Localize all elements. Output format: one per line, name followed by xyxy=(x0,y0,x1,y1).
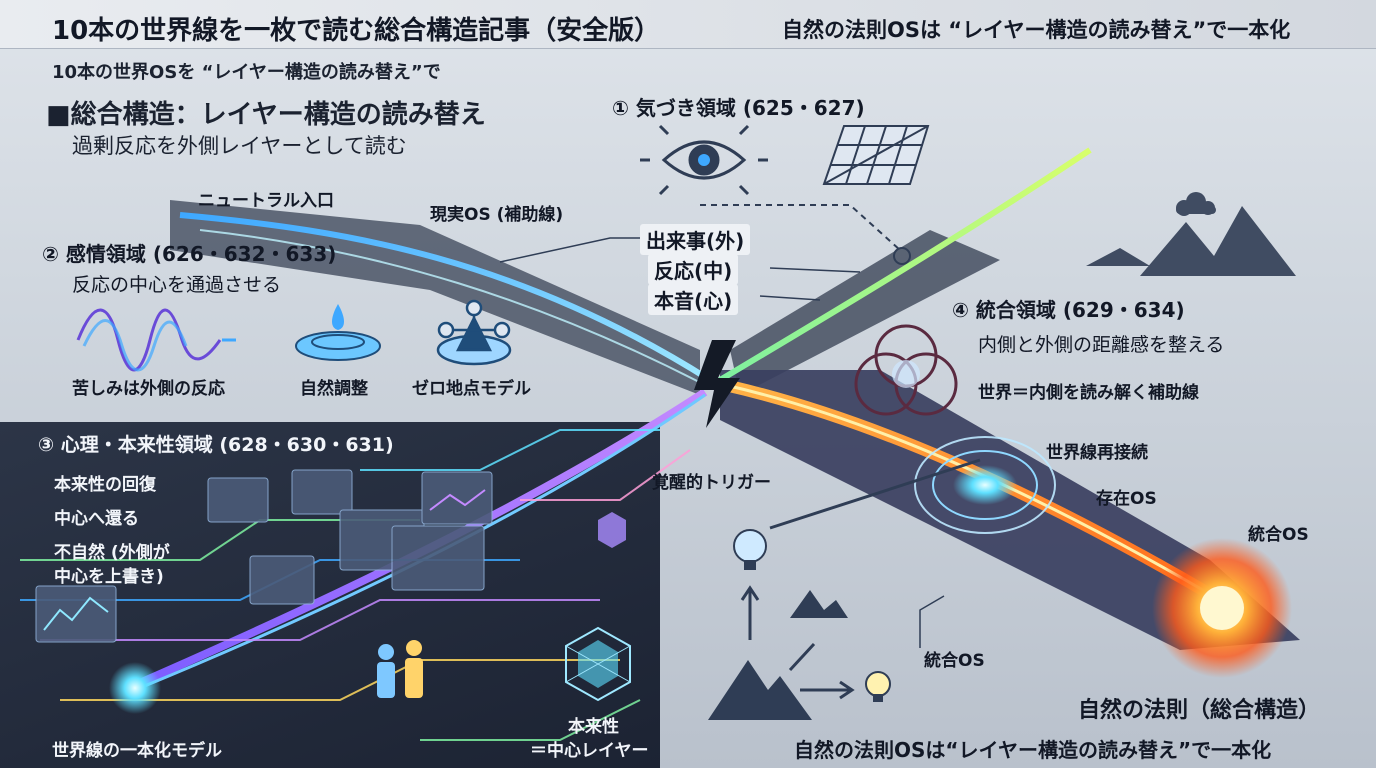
road-lower-right xyxy=(720,370,1300,650)
trigger-bolt-icon xyxy=(694,340,740,428)
emotion-item-natural: 自然調整 xyxy=(300,379,368,399)
green-beam xyxy=(718,147,1092,383)
psychology-item-return: 中心へ還る xyxy=(54,509,139,529)
layer-core-label: 本音(心) xyxy=(648,284,739,315)
trigger-label: 覚醒的トリガー xyxy=(652,473,771,493)
integration-subtext: 世界＝内側を読み解く補助線 xyxy=(978,383,1199,403)
cloud-icon xyxy=(1176,192,1216,216)
origin-orb xyxy=(109,662,161,714)
emotion-description: 反応の中心を通過させる xyxy=(72,274,282,296)
blue-beam xyxy=(179,212,712,383)
bulb-icon-2 xyxy=(865,671,891,702)
emotion-item-zero: ゼロ地点モデル xyxy=(412,379,531,399)
psychology-item-unnatural-2: 中心を上書き) xyxy=(54,567,164,587)
psychology-title: ③ 心理・本来性領域 (628・630・631) xyxy=(38,434,394,456)
worldline-unify-label: 世界線の一本化モデル xyxy=(52,741,222,761)
small-crystal-icon xyxy=(598,512,626,548)
portal-orb xyxy=(914,436,1056,534)
reconnect-label: 世界線再接続 xyxy=(1046,443,1148,463)
header-tagline: 自然の法則OSは “レイヤー構造の読み替え”で一本化 xyxy=(782,18,1291,42)
core-label-2: ＝中心レイヤー xyxy=(530,741,649,761)
eye-icon xyxy=(640,124,768,196)
layer-event-label: 出来事(外) xyxy=(640,224,751,255)
neutral-entry-label: ニュートラル入口 xyxy=(198,191,334,211)
page-title: 10本の世界線を一枚で読む総合構造記事（安全版） xyxy=(52,16,661,46)
awareness-title: ① 気づき領域 (625・627) xyxy=(612,96,865,120)
psychology-item-recovery: 本来性の回復 xyxy=(54,475,156,495)
reality-os-label: 現実OS (補助線) xyxy=(430,205,564,225)
integrated-os-top-label: 統合OS xyxy=(1248,525,1309,545)
integration-description: 内側と外側の距離感を整える xyxy=(978,334,1225,356)
bulb-icon xyxy=(733,529,767,570)
zero-point-icon xyxy=(436,299,512,366)
psychology-item-unnatural-1: 不自然 (外側が xyxy=(54,543,170,563)
water-drop-icon xyxy=(295,304,381,361)
info-cards xyxy=(35,469,493,643)
header-bar xyxy=(0,0,1376,49)
page-subtitle: 10本の世界OSを “レイヤー構造の読み替え”で xyxy=(52,62,441,83)
overview-description: 過剰反応を外側レイヤーとして読む xyxy=(72,134,407,158)
grid-panel-icon xyxy=(822,125,930,185)
integrated-os-bottom-label: 統合OS xyxy=(924,651,985,671)
layer-reaction-label: 反応(中) xyxy=(648,254,739,285)
footer-tagline: 自然の法則OSは“レイヤー構造の読み替え”で一本化 xyxy=(794,738,1272,762)
integration-title: ④ 統合領域 (629・634) xyxy=(952,298,1185,322)
emotion-item-suffering: 苦しみは外側の反応 xyxy=(72,379,225,399)
wave-icon xyxy=(76,308,236,372)
overview-heading: ■総合構造：レイヤー構造の読み替え xyxy=(46,100,486,130)
road-upper-right xyxy=(730,230,1000,395)
existence-os-label: 存在OS xyxy=(1096,489,1157,509)
core-label-1: 本来性 xyxy=(568,717,619,737)
people-icon xyxy=(377,640,423,698)
flow-arrows xyxy=(740,458,981,700)
mountain-small-icon xyxy=(708,590,848,720)
emotion-title: ② 感情領域 (626・632・633) xyxy=(42,242,337,266)
crystal-icon xyxy=(565,626,631,702)
mountain-icon xyxy=(1086,206,1296,276)
venn-icon xyxy=(854,324,958,416)
road-upper-left xyxy=(170,200,700,395)
natural-law-title: 自然の法則（総合構造） xyxy=(1078,698,1321,723)
